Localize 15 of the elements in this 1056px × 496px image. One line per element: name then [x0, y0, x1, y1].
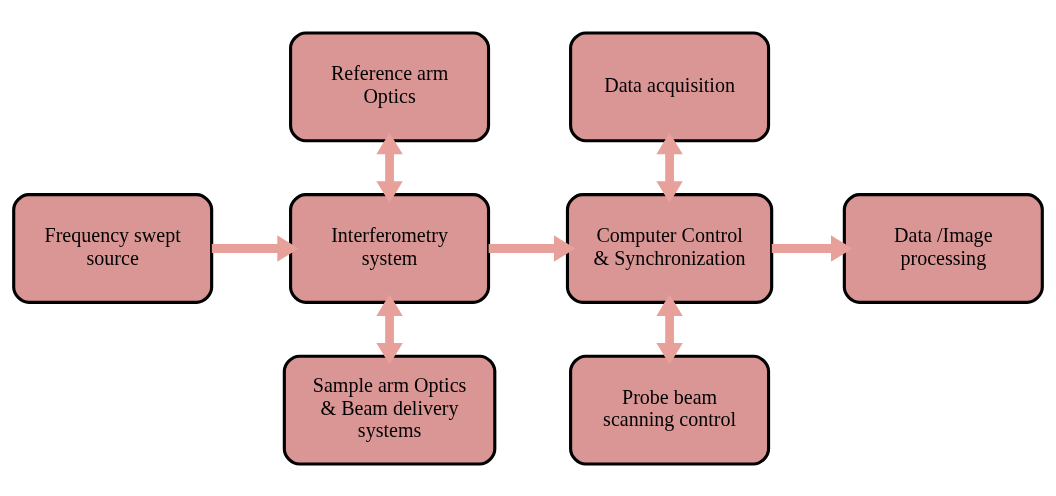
arrow — [376, 132, 403, 203]
node-box: Sample arm Optics & Beam delivery systems — [282, 354, 497, 466]
node-box: Data acquisition — [569, 30, 771, 142]
node-box: Interferometry system — [289, 192, 491, 304]
arrow — [211, 234, 299, 262]
node-box: Computer Control & Synchronization — [565, 192, 774, 304]
node-box: Reference arm Optics — [289, 30, 491, 142]
arrow — [376, 293, 403, 365]
node-box: Frequency swept source — [12, 192, 214, 304]
arrow — [656, 293, 683, 365]
arrow — [488, 234, 576, 262]
node-box: Probe beam scanning control — [569, 354, 771, 466]
arrow — [656, 132, 683, 203]
arrow — [771, 234, 853, 262]
node-box: Data /Image processing — [842, 192, 1044, 304]
